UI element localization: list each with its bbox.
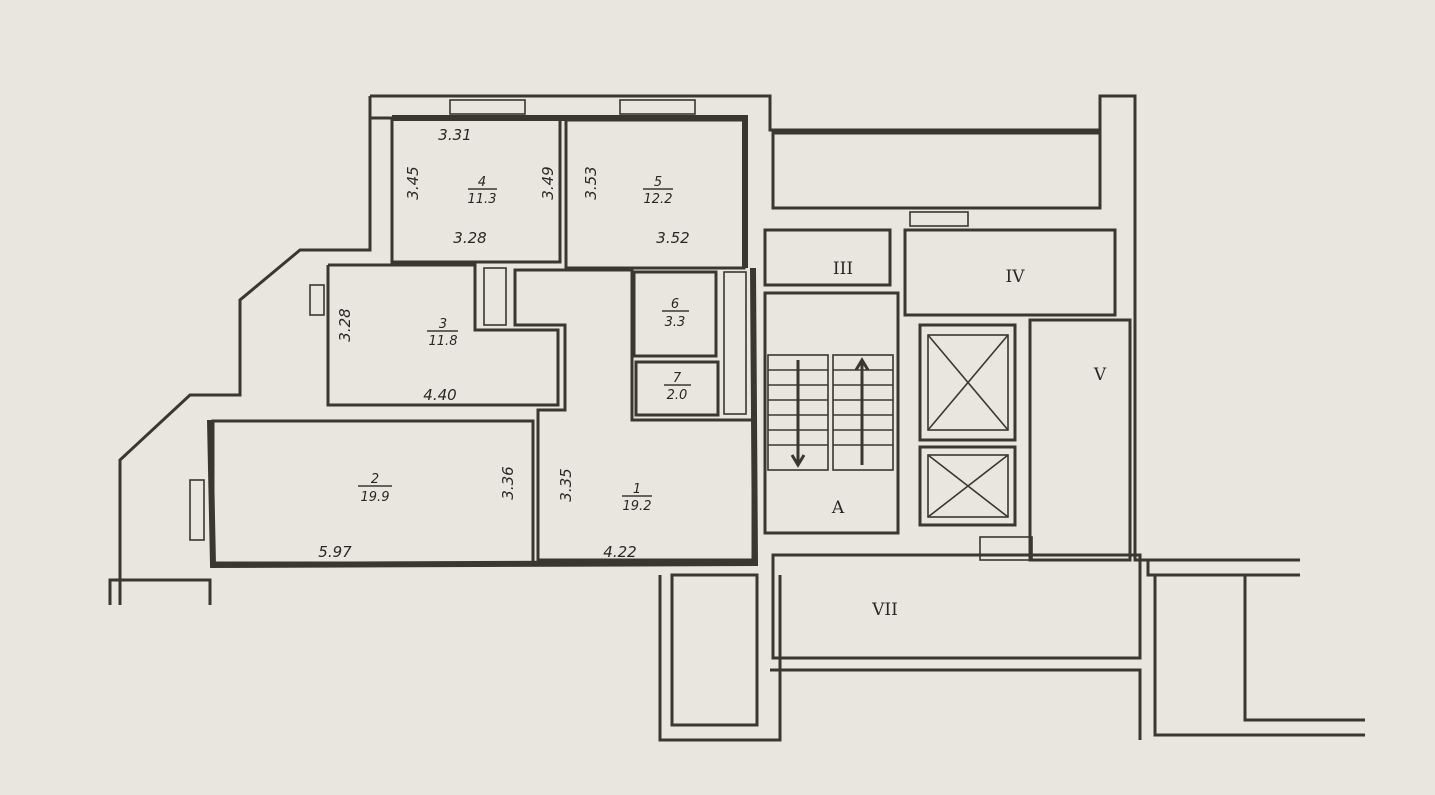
- area-iii-label: III: [833, 259, 853, 279]
- elevator-icon: [918, 445, 1017, 527]
- room-1-area: 19.2: [623, 499, 652, 514]
- room-2: 2 19.9 3.36 5.97: [211, 419, 535, 565]
- room-3-area: 11.8: [429, 334, 458, 349]
- room-6-area: 3.3: [665, 315, 686, 330]
- area-v-label: V: [1093, 365, 1107, 385]
- room-3: 3.28 3 11.8 4.40: [326, 263, 560, 407]
- room-6: 6 3.3: [632, 270, 747, 415]
- room-5: 3.53 5 12.2 3.52: [564, 118, 746, 270]
- room-4-dim-left: 3.45: [404, 166, 422, 199]
- room-5-dim-left: 3.53: [582, 166, 600, 199]
- room-5-dim-bottom: 3.52: [656, 229, 689, 247]
- room-4-area: 11.3: [468, 192, 497, 207]
- room-5-number: 5: [654, 175, 662, 190]
- room-2-number: 2: [371, 472, 379, 487]
- room-4-dim-right: 3.49: [539, 166, 557, 199]
- area-vii-label: VII: [871, 600, 898, 620]
- area-iv-label: IV: [1006, 267, 1026, 287]
- room-4-dim-bottom: 3.28: [453, 229, 486, 247]
- room-2-area: 19.9: [361, 490, 390, 505]
- common-areas: III IV V A: [670, 131, 1142, 727]
- area-a-label: A: [831, 498, 845, 518]
- elevator-icon: [918, 323, 1017, 442]
- room-3-dim-left: 3.28: [336, 308, 354, 341]
- room-7-area: 2.0: [667, 388, 688, 403]
- room-7-number: 7: [673, 371, 682, 386]
- room-1-dim-left: 3.35: [557, 468, 575, 501]
- room-1: 3.35 1 19.2 4.22: [513, 268, 755, 562]
- room-1-dim-bottom: 4.22: [603, 543, 636, 561]
- room-4-number: 4: [478, 175, 486, 190]
- room-4: 3.31 3.45 3.49 4 11.3 3.28: [390, 116, 562, 264]
- room-2-dim-bottom: 5.97: [318, 543, 352, 561]
- room-3-dim-bottom: 4.40: [423, 386, 456, 404]
- room-3-number: 3: [439, 317, 447, 332]
- room-6-number: 6: [671, 297, 679, 312]
- room-7: 7 2.0: [634, 360, 720, 417]
- room-5-area: 12.2: [644, 192, 673, 207]
- room-4-dim-top: 3.31: [438, 126, 471, 144]
- staircase: [767, 354, 894, 471]
- walls: [108, 94, 1365, 742]
- room-1-number: 1: [633, 482, 641, 497]
- room-2-dim-right: 3.36: [499, 466, 517, 499]
